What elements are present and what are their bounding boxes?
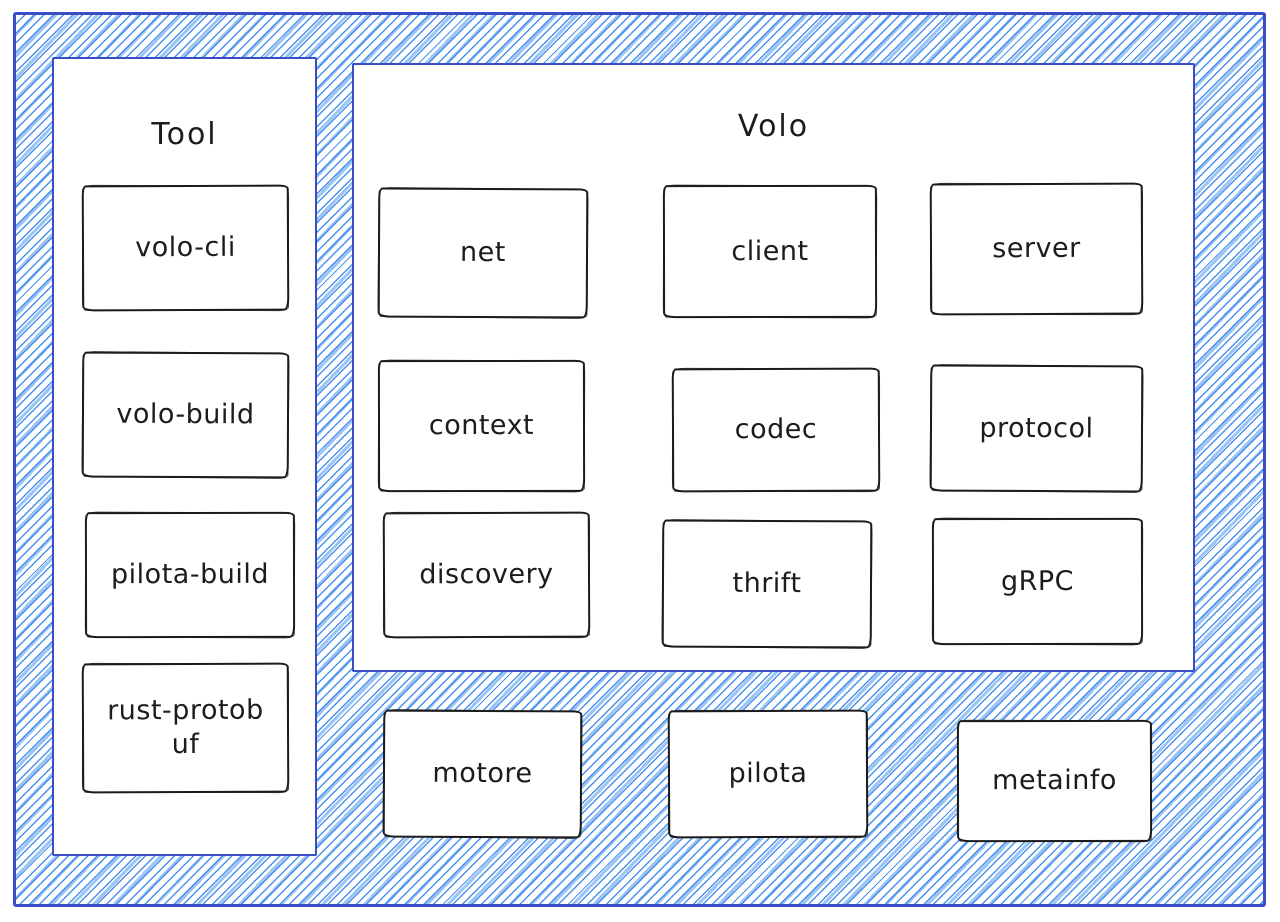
node-label: context xyxy=(428,410,535,442)
node-label: client xyxy=(731,235,809,267)
node-label: pilota xyxy=(728,757,808,790)
volo-panel-title: Volo xyxy=(737,109,810,144)
node-thrift: thrift xyxy=(661,519,873,649)
node-net: net xyxy=(377,187,589,319)
node-label: volo-build xyxy=(116,398,255,431)
node-label: server xyxy=(992,232,1081,265)
node-protocol: protocol xyxy=(929,364,1144,493)
node-context: context xyxy=(377,359,586,493)
node-volo-cli: volo-cli xyxy=(81,184,290,312)
node-label: codec xyxy=(734,413,818,446)
node-label: protocol xyxy=(979,412,1094,444)
node-label: volo-cli xyxy=(135,231,236,264)
node-label: thrift xyxy=(732,567,802,600)
node-server: server xyxy=(929,182,1144,316)
node-metainfo: metainfo xyxy=(956,719,1153,843)
node-grpc: gRPC xyxy=(931,517,1144,646)
node-rust-protobuf: rust-protobuf xyxy=(81,662,290,794)
node-pilota-build: pilota-build xyxy=(84,511,296,639)
tool-panel-title: Tool xyxy=(151,117,218,152)
node-motore: motore xyxy=(382,709,583,839)
node-label: gRPC xyxy=(1000,565,1075,597)
node-pilota: pilota xyxy=(667,709,869,839)
node-label: motore xyxy=(432,757,533,790)
node-label: pilota-build xyxy=(111,558,269,591)
node-label: net xyxy=(460,237,506,269)
node-discovery: discovery xyxy=(382,511,591,639)
node-label: metainfo xyxy=(992,765,1117,797)
node-label: rust-protobuf xyxy=(107,694,264,761)
node-volo-build: volo-build xyxy=(81,351,290,479)
node-client: client xyxy=(662,184,878,319)
node-label: discovery xyxy=(419,558,554,591)
node-codec: codec xyxy=(671,367,881,493)
